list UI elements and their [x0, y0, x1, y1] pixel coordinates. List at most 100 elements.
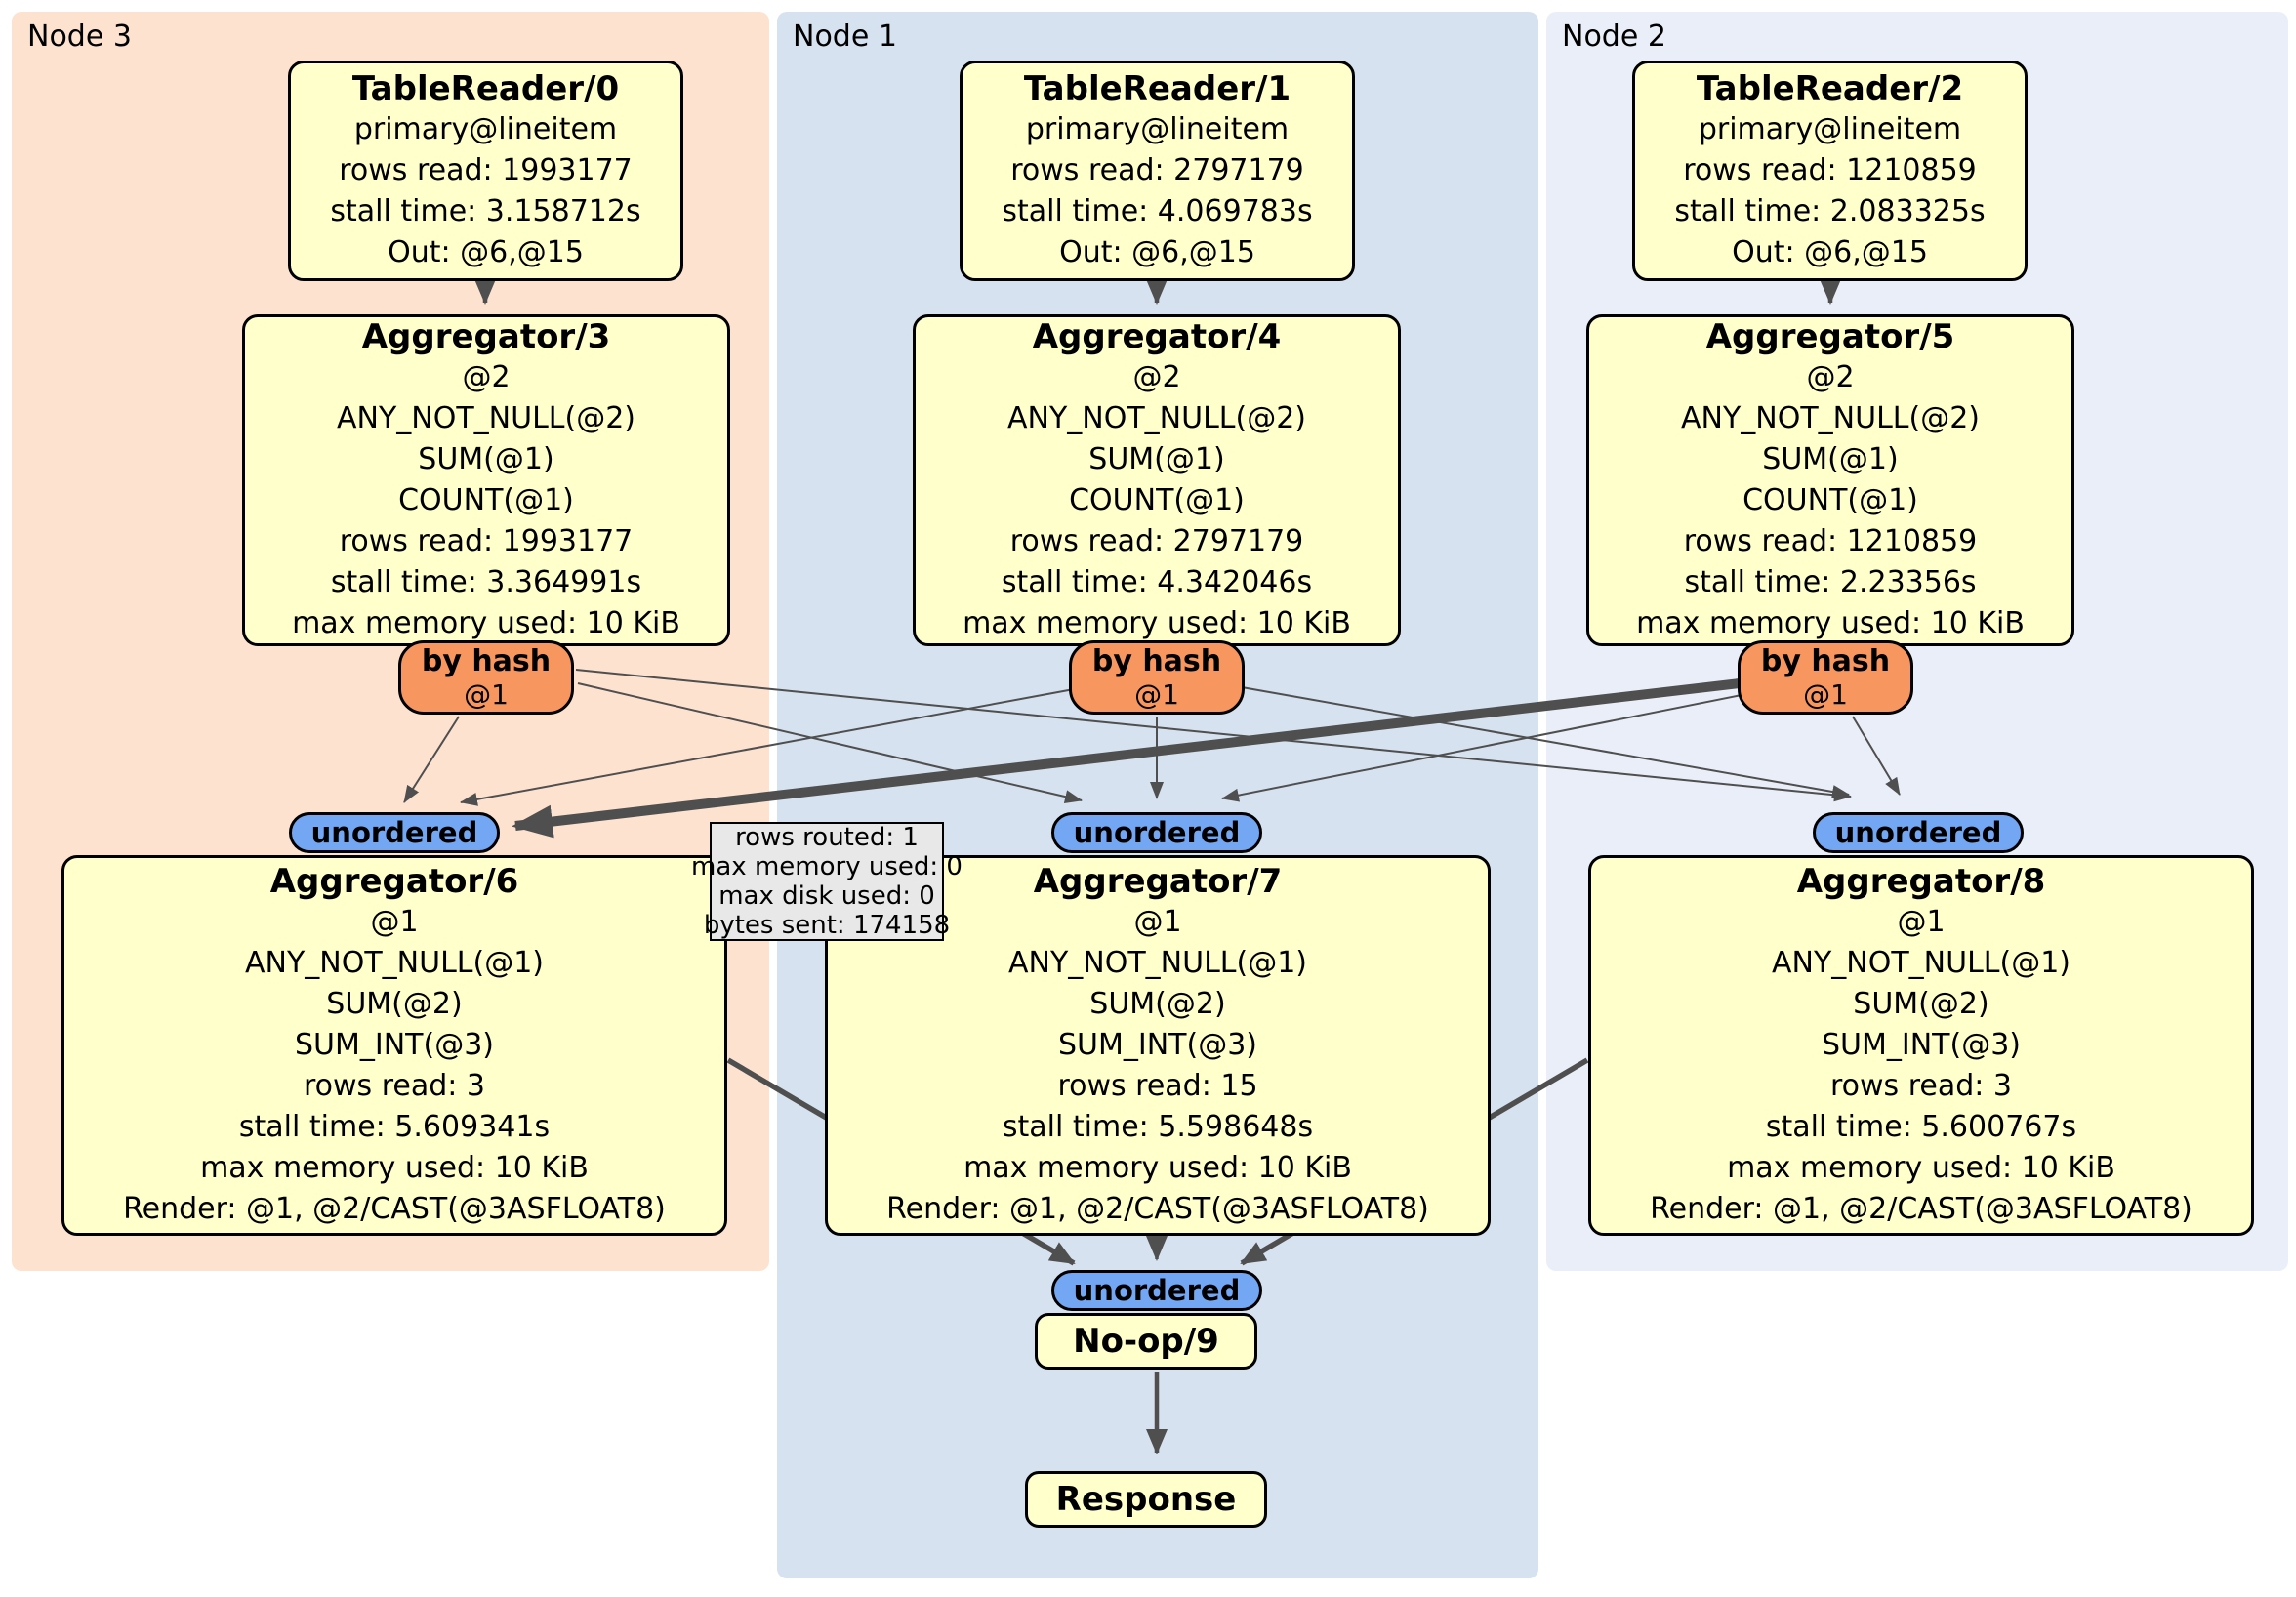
processor-detail: rows read: 1993177 — [339, 153, 633, 187]
processor-detail: stall time: 3.364991s — [330, 565, 642, 599]
processor-detail: @1 — [1897, 905, 1946, 939]
processor-title: Response — [1055, 1480, 1237, 1519]
processor-title: Aggregator/3 — [361, 317, 611, 356]
processor-detail: primary@lineitem — [353, 112, 618, 146]
processor-detail: max memory used: 10 KiB — [1727, 1151, 2115, 1185]
stream-stats-tooltip: rows routed: 1 max memory used: 0 max di… — [691, 822, 963, 941]
processor-detail: rows read: 1993177 — [339, 524, 634, 558]
panel-label-node-3: Node 3 — [27, 20, 132, 54]
processor-detail: Out: @6,@15 — [1732, 235, 1928, 269]
router-label: by hash — [421, 644, 552, 678]
processor-detail: COUNT(@1) — [1742, 483, 1918, 517]
processor-title: TableReader/2 — [1696, 69, 1964, 108]
processor-detail: rows read: 2797179 — [1010, 153, 1304, 187]
processor-detail: ANY_NOT_NULL(@2) — [337, 401, 636, 435]
sync-label: unordered — [1834, 815, 2002, 849]
router-by-hash-node2[interactable]: by hash @1 — [1738, 640, 1913, 715]
processor-title: Aggregator/4 — [1032, 317, 1282, 356]
processor-detail: ANY_NOT_NULL(@1) — [245, 946, 544, 980]
processor-aggregator-6[interactable]: Aggregator/6 @1 ANY_NOT_NULL(@1) SUM(@2)… — [62, 855, 727, 1236]
processor-tablereader-2[interactable]: TableReader/2 primary@lineitem rows read… — [1632, 61, 2028, 281]
processor-detail: stall time: 2.083325s — [1674, 194, 1986, 228]
sync-unordered-node3[interactable]: unordered — [289, 812, 500, 853]
processor-detail: SUM(@2) — [1853, 987, 1989, 1021]
panel-label-node-1: Node 1 — [793, 20, 897, 54]
processor-detail: max memory used: 10 KiB — [1636, 606, 2025, 640]
processor-detail: ANY_NOT_NULL(@2) — [1681, 401, 1980, 435]
processor-detail: rows read: 2797179 — [1009, 524, 1304, 558]
processor-detail: SUM(@2) — [326, 987, 463, 1021]
processor-title: No-op/9 — [1073, 1322, 1219, 1361]
processor-detail: rows read: 1210859 — [1683, 524, 1978, 558]
processor-detail: COUNT(@1) — [398, 483, 574, 517]
processor-detail: stall time: 5.600767s — [1765, 1110, 2077, 1144]
processor-aggregator-5[interactable]: Aggregator/5 @2 ANY_NOT_NULL(@2) SUM(@1)… — [1586, 314, 2074, 646]
sync-label: unordered — [310, 815, 478, 849]
processor-tablereader-1[interactable]: TableReader/1 primary@lineitem rows read… — [960, 61, 1355, 281]
processor-detail: rows read: 3 — [1829, 1069, 2013, 1103]
processor-detail: rows read: 1210859 — [1683, 153, 1977, 187]
processor-detail: stall time: 2.23356s — [1684, 565, 1977, 599]
processor-detail: @2 — [462, 360, 511, 394]
sync-label: unordered — [1073, 815, 1241, 849]
router-detail: @1 — [464, 678, 509, 711]
processor-detail: @1 — [1133, 905, 1182, 939]
processor-title: Aggregator/8 — [1796, 862, 2046, 901]
processor-detail: max memory used: 10 KiB — [964, 1151, 1352, 1185]
processor-detail: stall time: 3.158712s — [330, 194, 641, 228]
processor-title: Aggregator/5 — [1705, 317, 1955, 356]
response-box[interactable]: Response — [1025, 1471, 1267, 1528]
processor-detail: Out: @6,@15 — [388, 235, 584, 269]
processor-aggregator-3[interactable]: Aggregator/3 @2 ANY_NOT_NULL(@2) SUM(@1)… — [242, 314, 730, 646]
processor-detail: Out: @6,@15 — [1059, 235, 1255, 269]
processor-tablereader-0[interactable]: TableReader/0 primary@lineitem rows read… — [288, 61, 683, 281]
router-by-hash-node1[interactable]: by hash @1 — [1069, 640, 1245, 715]
processor-detail: max memory used: 10 KiB — [292, 606, 680, 640]
processor-detail: ANY_NOT_NULL(@1) — [1772, 946, 2070, 980]
processor-detail: stall time: 5.598648s — [1002, 1110, 1314, 1144]
processor-aggregator-8[interactable]: Aggregator/8 @1 ANY_NOT_NULL(@1) SUM(@2)… — [1588, 855, 2254, 1236]
router-by-hash-node3[interactable]: by hash @1 — [398, 640, 574, 715]
panel-label-node-2: Node 2 — [1562, 20, 1666, 54]
processor-detail: COUNT(@1) — [1069, 483, 1245, 517]
processor-detail: stall time: 5.609341s — [238, 1110, 551, 1144]
tooltip-line: rows routed: 1 — [735, 823, 919, 852]
router-label: by hash — [1760, 644, 1891, 678]
tooltip-line: bytes sent: 174158 — [703, 911, 951, 940]
processor-noop-9[interactable]: No-op/9 — [1035, 1313, 1257, 1370]
processor-detail: stall time: 4.342046s — [1001, 565, 1313, 599]
processor-detail: Render: @1, @2/CAST(@3ASFLOAT8) — [886, 1192, 1429, 1226]
processor-detail: @1 — [370, 905, 419, 939]
sync-unordered-final[interactable]: unordered — [1051, 1270, 1262, 1311]
processor-detail: SUM(@1) — [1088, 442, 1225, 476]
processor-detail: SUM(@1) — [1762, 442, 1899, 476]
router-label: by hash — [1091, 644, 1222, 678]
processor-detail: primary@lineitem — [1025, 112, 1290, 146]
processor-detail: Render: @1, @2/CAST(@3ASFLOAT8) — [1650, 1192, 2193, 1226]
processor-detail: ANY_NOT_NULL(@1) — [1008, 946, 1307, 980]
processor-detail: stall time: 4.069783s — [1002, 194, 1313, 228]
processor-title: TableReader/0 — [351, 69, 620, 108]
processor-detail: SUM_INT(@3) — [295, 1028, 494, 1062]
processor-detail: ANY_NOT_NULL(@2) — [1007, 401, 1306, 435]
router-detail: @1 — [1134, 678, 1179, 711]
processor-detail: SUM(@1) — [418, 442, 554, 476]
processor-detail: SUM_INT(@3) — [1822, 1028, 2021, 1062]
processor-title: TableReader/1 — [1023, 69, 1292, 108]
sync-unordered-node2[interactable]: unordered — [1813, 812, 2024, 853]
sync-unordered-node1[interactable]: unordered — [1051, 812, 1262, 853]
processor-aggregator-4[interactable]: Aggregator/4 @2 ANY_NOT_NULL(@2) SUM(@1)… — [913, 314, 1401, 646]
tooltip-line: max memory used: 0 — [691, 852, 963, 881]
router-detail: @1 — [1803, 678, 1848, 711]
processor-detail: max memory used: 10 KiB — [963, 606, 1351, 640]
processor-detail: rows read: 15 — [1057, 1069, 1258, 1103]
tooltip-line: max disk used: 0 — [718, 881, 935, 911]
processor-detail: @2 — [1132, 360, 1181, 394]
processor-title: Aggregator/7 — [1033, 862, 1283, 901]
sync-label: unordered — [1073, 1273, 1241, 1307]
processor-detail: max memory used: 10 KiB — [200, 1151, 589, 1185]
processor-detail: @2 — [1806, 360, 1855, 394]
processor-detail: Render: @1, @2/CAST(@3ASFLOAT8) — [123, 1192, 666, 1226]
processor-detail: SUM_INT(@3) — [1058, 1028, 1257, 1062]
